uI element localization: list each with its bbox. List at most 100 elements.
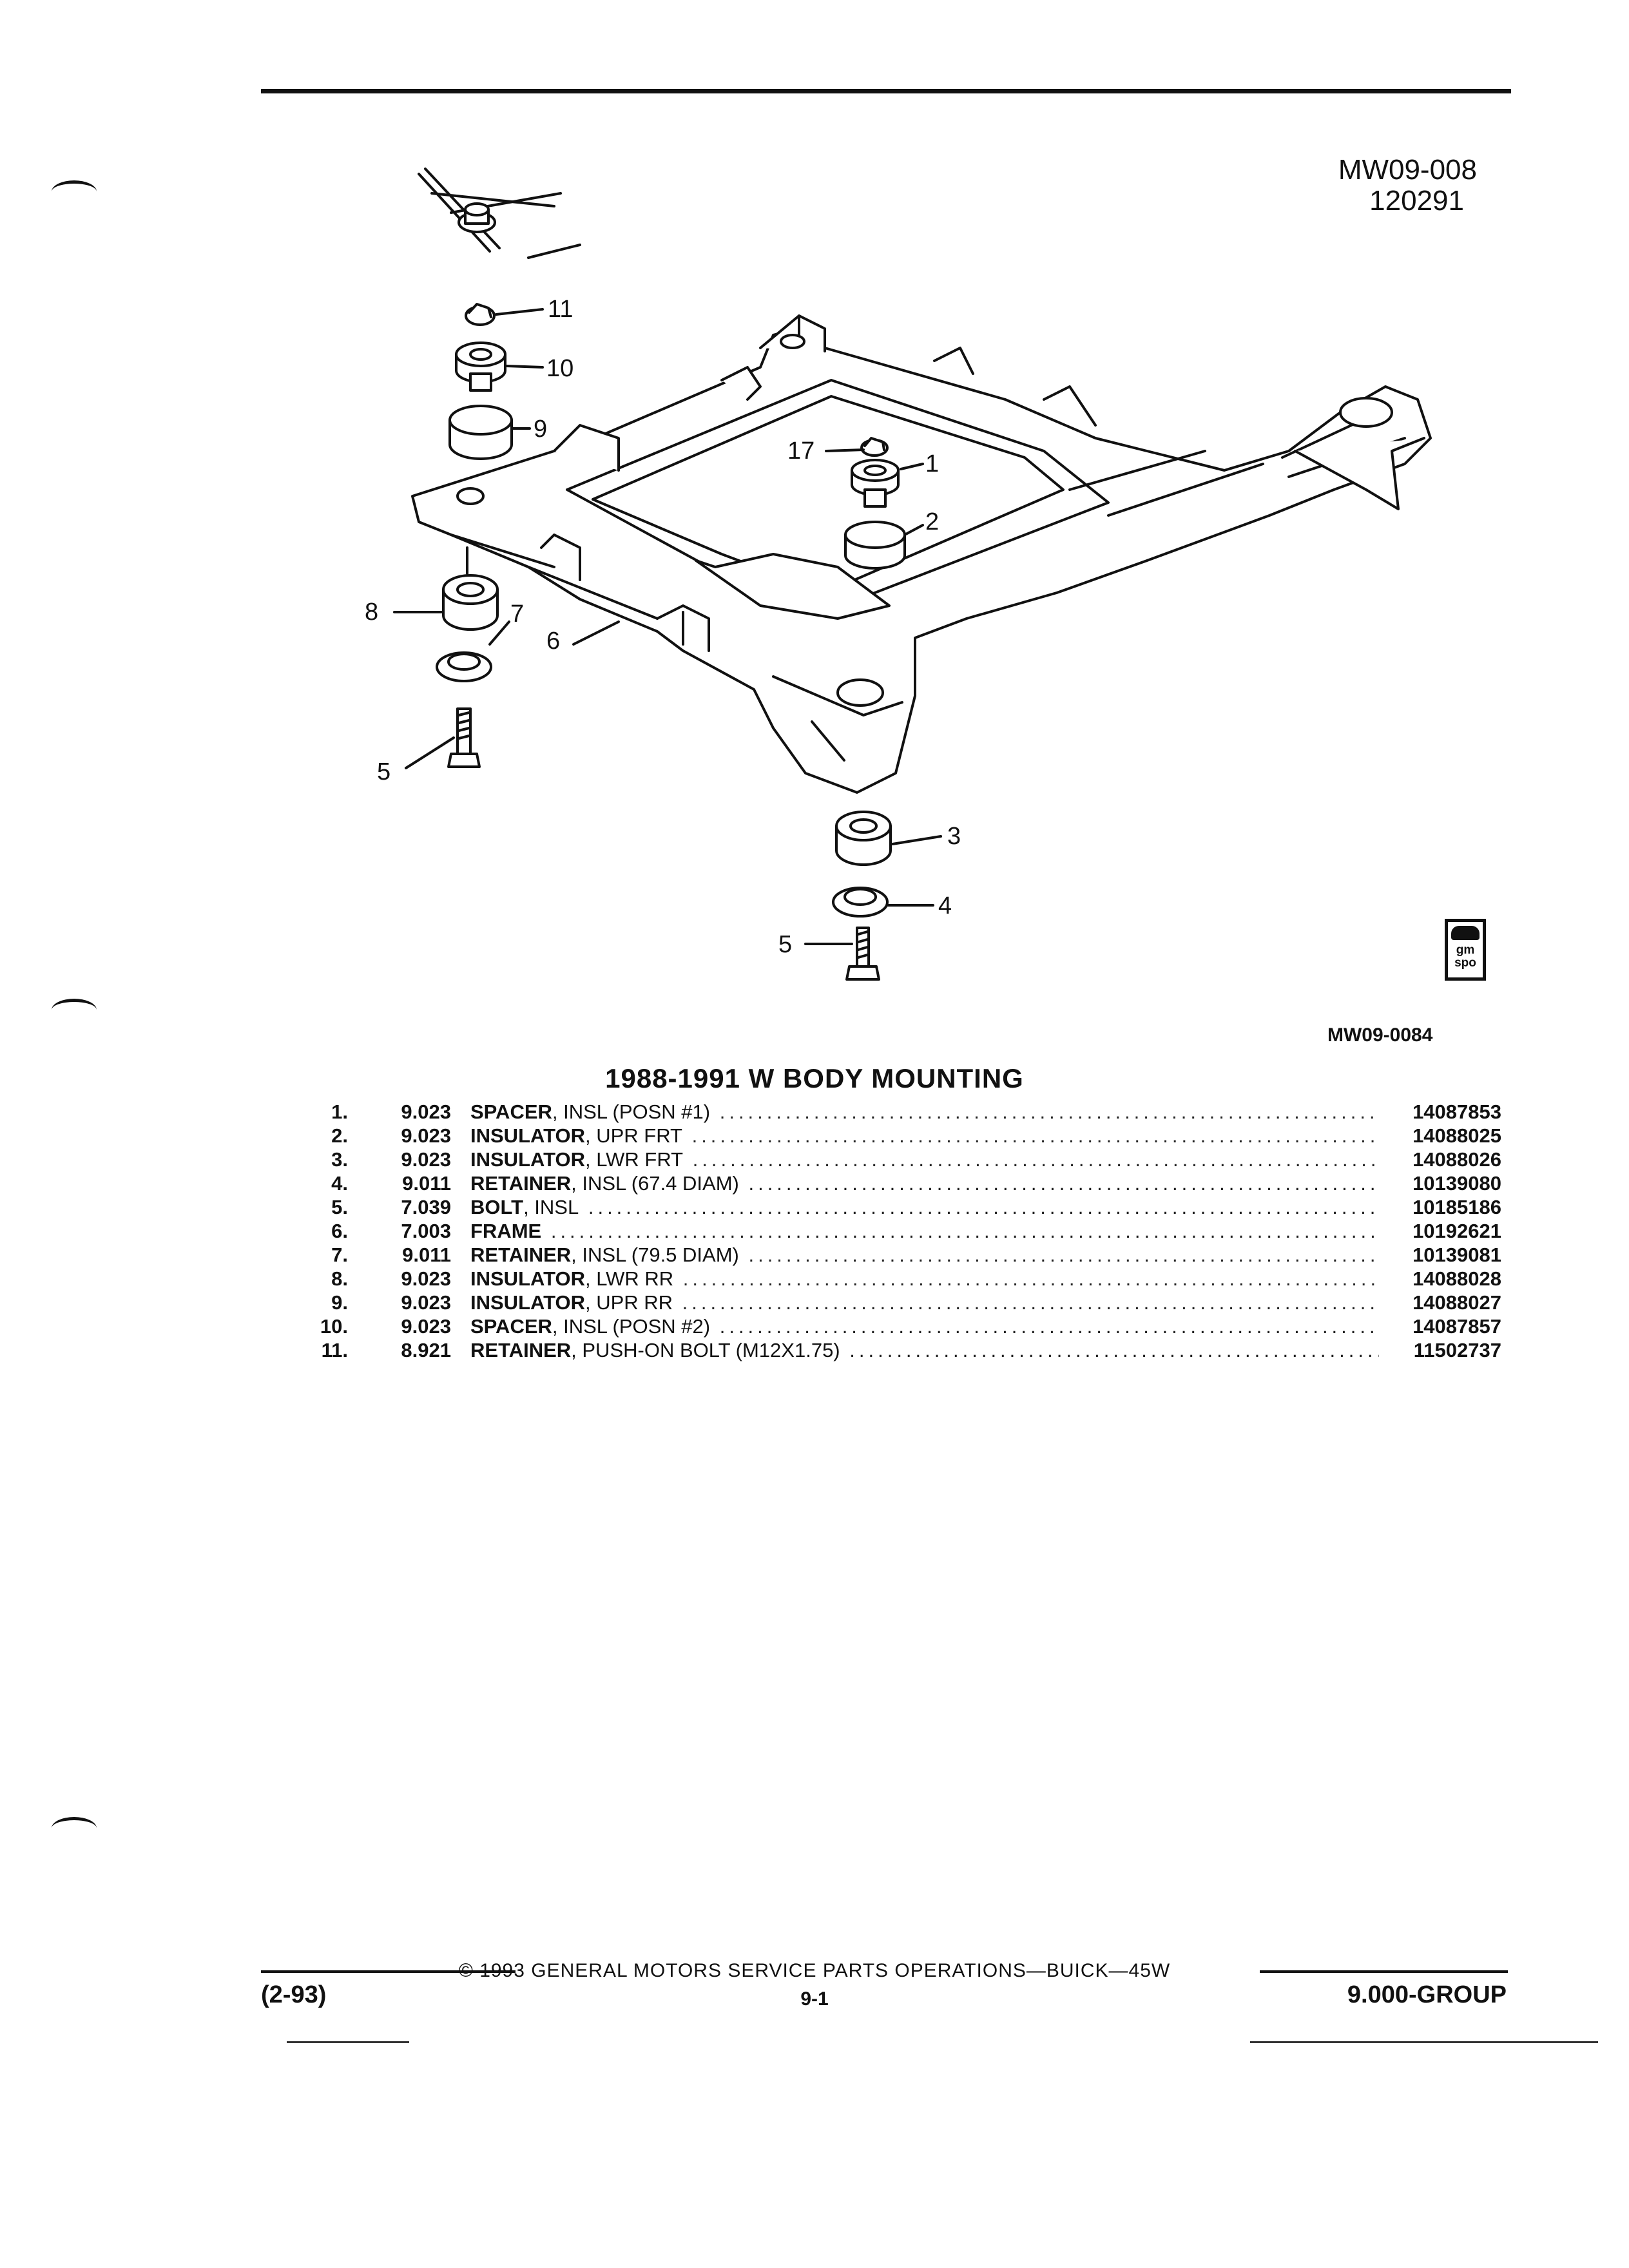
footer-group: 9.000-GROUP: [1347, 1981, 1507, 2008]
leader-dots: ........................................…: [691, 1124, 1379, 1147]
part-number: 14087853: [1412, 1100, 1501, 1123]
leader-dots: ........................................…: [682, 1267, 1379, 1290]
binder-mark: [52, 999, 97, 1021]
leader-dots: ........................................…: [719, 1315, 1379, 1338]
callout-5-bottom: 5: [778, 931, 792, 958]
scan-artifact-line: [287, 2041, 409, 2043]
group-number: 9.023: [401, 1291, 451, 1314]
section-title: 1988-1991 W BODY MOUNTING: [605, 1063, 1024, 1093]
part-detail: , LWR FRT: [584, 1148, 684, 1171]
callout-6: 6: [546, 628, 560, 655]
top-rule: [261, 89, 1511, 93]
part-name: INSULATOR: [470, 1267, 585, 1290]
leader-dots: ........................................…: [682, 1291, 1379, 1314]
part-name: RETAINER: [470, 1172, 572, 1195]
bolt-insl-left: [447, 707, 481, 768]
figure-code: MW09-008: [1338, 154, 1477, 186]
part-description: SPACER, INSL (POSN #2) .................…: [470, 1315, 1379, 1338]
part-description: INSULATOR, UPR RR ......................…: [470, 1291, 1379, 1314]
retainer-79-5-diam: [436, 651, 492, 682]
item-number: 1.: [331, 1100, 348, 1123]
callout-10: 10: [546, 355, 574, 382]
part-number: 14087857: [1412, 1315, 1501, 1338]
leader-dots: ........................................…: [748, 1172, 1379, 1195]
item-number: 9.: [331, 1291, 348, 1314]
part-description: SPACER, INSL (POSN #1) .................…: [470, 1100, 1379, 1124]
group-number: 7.003: [401, 1220, 451, 1242]
spacer-posn-2: [455, 341, 506, 392]
binder-mark: [52, 180, 97, 203]
callout-9: 9: [534, 416, 547, 443]
part-detail: , INSL (POSN #1): [552, 1100, 711, 1123]
parts-row: 4. 9.011 RETAINER, INSL (67.4 DIAM) ......…: [290, 1172, 1501, 1196]
callout-5: 5: [377, 758, 390, 785]
callout-1: 1: [925, 450, 939, 477]
part-description: BOLT, INSL .............................…: [470, 1196, 1379, 1219]
insulator-lwr-rr: [442, 574, 499, 631]
item-number: 4.: [331, 1172, 348, 1195]
group-number: 8.921: [401, 1339, 451, 1361]
leader-dots: ........................................…: [692, 1148, 1379, 1171]
group-number: 9.023: [401, 1315, 451, 1338]
part-description: RETAINER, INSL (67.4 DIAM) .............…: [470, 1172, 1379, 1195]
group-number: 9.023: [401, 1124, 451, 1147]
part-description: RETAINER, INSL (79.5 DIAM) .............…: [470, 1244, 1379, 1267]
part-description: FRAME ..................................…: [470, 1220, 1379, 1243]
part-description: INSULATOR, LWR RR ......................…: [470, 1267, 1379, 1291]
item-number: 2.: [331, 1124, 348, 1147]
part-name: INSULATOR: [470, 1148, 585, 1171]
insulator-lwr-frt: [835, 811, 892, 866]
insulator-upr-rr: [448, 405, 513, 460]
leader-dots: ........................................…: [588, 1196, 1379, 1218]
part-detail: , LWR RR: [584, 1267, 674, 1290]
leader-dots: ........................................…: [849, 1339, 1379, 1361]
item-number: 3.: [331, 1148, 348, 1171]
part-detail: , UPR RR: [584, 1291, 673, 1314]
gm-spo-logo-text: gm spo: [1454, 943, 1476, 970]
footer-rule-left: [261, 1970, 516, 1973]
part-name: INSULATOR: [470, 1291, 585, 1314]
callout-2: 2: [925, 508, 939, 535]
part-name: SPACER: [470, 1315, 552, 1338]
callout-7: 7: [510, 601, 524, 628]
part-number: 10139080: [1412, 1172, 1501, 1195]
spacer-posn-1: [851, 459, 900, 508]
part-name: RETAINER: [470, 1244, 572, 1266]
part-detail: , PUSH-ON BOLT (M12X1.75): [571, 1339, 840, 1361]
exploded-parts-diagram: 11 10 9 17 1 2 8 7 6 5 3 4 5: [365, 168, 1432, 981]
callout-leaders: [393, 308, 942, 945]
group-number: 9.011: [402, 1172, 451, 1195]
retainer-17: [860, 437, 889, 457]
part-name: SPACER: [470, 1100, 552, 1123]
retainer-67-4-diam: [832, 887, 889, 918]
gm-spo-logo-top: [1451, 926, 1480, 940]
diagram-code: MW09-0084: [1327, 1024, 1433, 1046]
callout-17: 17: [787, 437, 815, 465]
leader-dots: ........................................…: [748, 1244, 1379, 1266]
footer-date-code: (2-93): [261, 1981, 327, 2008]
part-number: 14088028: [1412, 1267, 1501, 1290]
part-number: 10192621: [1412, 1220, 1501, 1242]
part-name: FRAME: [470, 1220, 542, 1242]
part-name: RETAINER: [470, 1339, 572, 1361]
figure-date: 120291: [1369, 185, 1464, 217]
leader-dots: ........................................…: [550, 1220, 1379, 1242]
item-number: 5.: [331, 1196, 348, 1218]
part-number: 10139081: [1412, 1244, 1501, 1266]
callout-11: 11: [548, 296, 573, 323]
part-number: 14088025: [1412, 1124, 1501, 1147]
part-description: RETAINER, PUSH-ON BOLT (M12X1.75) ......…: [470, 1339, 1379, 1362]
callout-labels: 11 10 9 17 1 2 8 7 6 5 3 4 5: [365, 296, 961, 958]
part-detail: , UPR FRT: [584, 1124, 682, 1147]
gm-spo-logo: gm spo: [1445, 919, 1486, 981]
footer-copyright: © 1993 GENERAL MOTORS SERVICE PARTS OPER…: [458, 1960, 1171, 1981]
